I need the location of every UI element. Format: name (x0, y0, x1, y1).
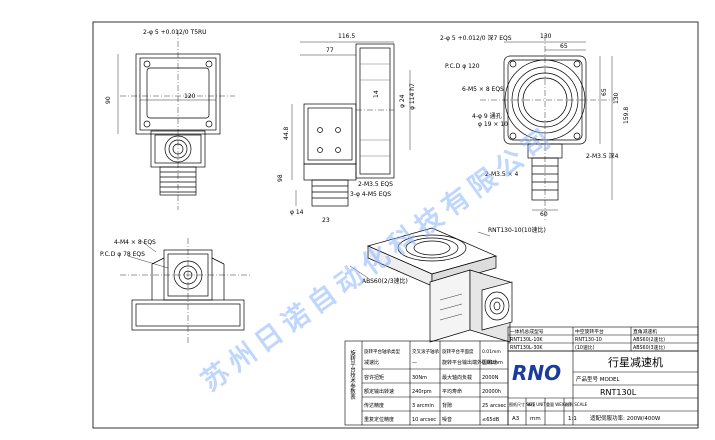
spec-cell: 3 arcmin (412, 403, 434, 409)
spec-cell: 10 arcsec (412, 417, 436, 423)
motor-label: 适配伺服功率: 200W/400W (590, 414, 661, 422)
unit-label: 单位 UNIT (527, 401, 546, 407)
spec-cell: 平均寿命 (442, 388, 462, 395)
model-header-cell: 中空旋转平台 (575, 328, 604, 335)
side-dim-44: 44.8 (283, 126, 290, 140)
side-dim-holes: 3-φ 4-M5 EQS (350, 191, 391, 198)
side-dim-116: 116.5 (338, 33, 355, 40)
top-right-m5: 6-M5 × 8 EQS (462, 86, 504, 93)
top-right-w60: 60 (540, 211, 548, 218)
bottom-left-hole-note: 4-M4 × 8 EQS (114, 239, 156, 246)
spec-cell: — (412, 360, 417, 366)
iso-label-rnt: RNT130-10(10速比) (488, 226, 546, 234)
weight-label: 重量 WEIGHT (546, 401, 572, 407)
spec-cell: 25 arcsec (482, 403, 506, 409)
model-header-cell: 一体机总成型号 (510, 328, 544, 335)
bottom-left-pcd: P.C.D φ 78 EQS (100, 251, 145, 258)
model-value: RNT130L (600, 388, 637, 397)
spec-cell: 0.01mm (482, 360, 503, 366)
spec-header-cell: 旋转平台轴承类型 (364, 348, 400, 355)
side-dim-98: 98 (277, 174, 284, 182)
spec-cell: 额定输出转速 (364, 388, 394, 395)
model-cell: (10速比) (575, 344, 595, 351)
top-right-m3: 2-M3.5 深4 (586, 152, 619, 160)
side-dim-14: 14 (373, 90, 380, 98)
spec-cell: ≤65dB (482, 417, 500, 423)
unit-value: mm (530, 416, 541, 422)
model-cell: ABS60(2速比) (633, 336, 665, 343)
product-name: 行星减速机 (608, 355, 663, 369)
side-dim-phi114: φ 114 h7 (409, 83, 416, 110)
side-dim-phi14: φ 14 (290, 209, 304, 216)
spec-cell: 重复定位精度 (364, 416, 394, 423)
front-view-top-left (117, 30, 235, 210)
front-top-width-120: 120 (184, 93, 196, 100)
spec-header-cell: 交叉滚子轴承 (412, 348, 439, 355)
model-cell: ABS60(3速比) (633, 344, 665, 351)
side-dim-phi24: φ 24 (399, 94, 406, 108)
spec-cell: 2000N (482, 375, 499, 381)
watermark-text: 苏州日诺自动化科技有限公司 (195, 120, 561, 398)
model-cell: RNT130L-30K (510, 345, 543, 351)
model-header-cell: 直角减速机 (633, 328, 657, 335)
spec-cell: 旋转平台输出端外圆跳动 (442, 359, 497, 366)
spec-cell: 容许扭矩 (364, 374, 384, 381)
top-right-phi9: 4-φ 9 通孔 (472, 112, 502, 120)
spec-cell: 20000h (482, 389, 501, 395)
title-block (507, 350, 699, 426)
brand-logo: RNO (512, 361, 561, 385)
scale-value: 1:1 (568, 416, 577, 422)
side-view-middle (291, 41, 411, 207)
model-cell: RNT130L-10K (510, 337, 543, 343)
spec-cell: 减速比 (364, 359, 379, 366)
bottom-view-left (120, 238, 250, 345)
top-right-h65: 65 (601, 88, 608, 96)
model-label: 产品型号 MODEL (576, 375, 621, 383)
front-top-tap-note: 2-φ 5 +0.012/0 T5RU (143, 29, 207, 36)
side-dim-23: 23 (322, 217, 330, 224)
top-right-w130: 130 (540, 33, 552, 40)
spec-cell: 背隙 (442, 402, 452, 409)
drawing-frame (92, 21, 699, 429)
spec-cell: 240rpm (412, 389, 432, 395)
isometric-view (349, 227, 513, 343)
side-dim-77: 77 (326, 47, 334, 54)
top-right-w65: 65 (560, 43, 568, 50)
scale-label: 比例 SCALE (565, 401, 588, 407)
front-top-height-90: 90 (105, 96, 112, 104)
top-right-pcd: P.C.D φ 120 (445, 63, 480, 70)
spec-cell: 噪音 (442, 416, 452, 423)
spec-cell: 传达精度 (364, 402, 384, 409)
top-right-phi19: φ 19 × 10 (478, 121, 508, 128)
spec-header-cell: 旋转平台平面度 (442, 348, 474, 355)
size-value: A3 (512, 416, 520, 422)
top-right-m5-bottom: 2-M3.5 × 4 (485, 171, 519, 178)
iso-label-abs: ABS60(2/3速比) (362, 277, 408, 285)
spec-table-text: 旋转平台轴承类型 交叉滚子轴承旋转平台平面度 0.01mm 减速比 — 旋转平台输出端外圆… (364, 348, 506, 423)
size-label: 图纸尺寸 SIZE (509, 401, 536, 407)
model-cell: RNT130-10 (575, 337, 602, 343)
top-right-tap-note: 2-φ 5 +0.012/0 深7 EQS (440, 34, 512, 42)
spec-cell: 30Nm (412, 375, 427, 381)
spec-cell: 最大轴向负载 (442, 374, 472, 381)
top-right-h130: 130 (613, 92, 620, 104)
spec-side-title: 旋转平台技术参数表 (349, 349, 356, 401)
spec-header-cell: 0.01mm (482, 349, 501, 355)
side-dim-m4: 2-M3.5 EQS (358, 181, 393, 188)
top-right-h159: 159.8 (623, 107, 630, 124)
top-view-right (480, 35, 615, 220)
